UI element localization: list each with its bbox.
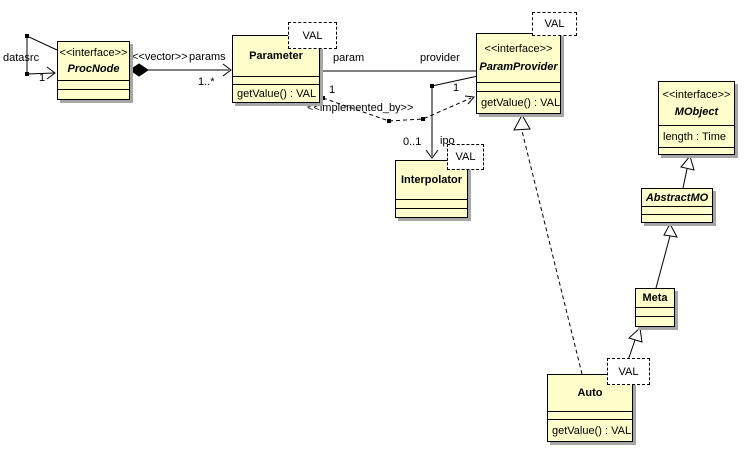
label-provider-role: provider <box>420 52 460 64</box>
attributes-compartment: length : Time <box>659 125 734 147</box>
label-params-role: params <box>189 51 226 63</box>
template-param-label: VAL <box>302 29 323 42</box>
class-mobject[interactable]: <<interface>> MObject length : Time <box>658 81 735 155</box>
class-name: ParamProvider <box>479 61 558 74</box>
label-param-role: param <box>333 52 365 64</box>
attributes-compartment <box>233 76 319 84</box>
composition-params <box>129 63 232 77</box>
operations-compartment <box>396 208 467 217</box>
class-name: Auto <box>577 387 603 399</box>
attributes-compartment <box>636 307 674 316</box>
template-param-label: VAL <box>544 18 565 30</box>
class-title: Auto <box>548 375 632 411</box>
attributes-compartment <box>58 80 129 89</box>
operations-compartment: getValue() : VAL <box>477 91 560 113</box>
stereotype-label: <<interface>> <box>59 47 128 60</box>
operations-compartment: getValue() : VAL <box>548 419 632 441</box>
template-param-box-auto: VAL <box>607 358 650 385</box>
class-name: Interpolator <box>400 174 463 186</box>
template-param-box-parameter: VAL <box>288 22 337 49</box>
open-arrow-icon <box>46 66 56 80</box>
label-implemented-by-parameter-multiplicity: 1 <box>329 84 336 96</box>
class-title: Meta <box>636 289 674 307</box>
class-name: MObject <box>674 106 719 118</box>
operations-compartment <box>642 214 712 222</box>
label-implemented-by-stereotype: <<implemented_by>> <box>307 102 414 114</box>
stereotype-label: <<interface>> <box>484 42 553 55</box>
class-title: <<interface>> MObject <box>659 82 734 125</box>
hollow-triangle-icon <box>513 113 531 131</box>
association-datasrc <box>25 34 58 80</box>
operations-compartment <box>636 316 674 326</box>
operation-label: getValue() : VAL <box>552 424 632 437</box>
open-arrow-icon <box>222 63 232 77</box>
operation-label: getValue() : VAL <box>237 87 317 100</box>
class-auto[interactable]: Auto getValue() : VAL <box>547 374 633 442</box>
attributes-compartment <box>477 82 560 91</box>
label-implemented-by-provider-multiplicity: 1 <box>453 82 460 94</box>
open-arrow-icon <box>464 95 475 105</box>
attribute-label: length : Time <box>663 130 726 143</box>
open-arrow-icon <box>425 149 439 159</box>
class-abstractmo[interactable]: AbstractMO <box>641 188 713 223</box>
stereotype-label: <<interface>> <box>662 89 731 101</box>
hollow-triangle-icon <box>680 154 695 171</box>
attributes-compartment <box>548 411 632 419</box>
class-procnode[interactable]: <<interface>> ProcNode <box>57 41 130 100</box>
label-params-multiplicity: 1..* <box>198 76 215 88</box>
class-name: Parameter <box>249 50 303 62</box>
class-parameter[interactable]: Parameter getValue() : VAL <box>232 35 320 103</box>
attributes-compartment <box>642 206 712 214</box>
hollow-triangle-icon <box>628 326 643 343</box>
class-title: AbstractMO <box>642 189 712 206</box>
class-meta[interactable]: Meta <box>635 288 675 327</box>
class-name: AbstractMO <box>645 191 709 204</box>
template-param-label: VAL <box>618 365 639 378</box>
class-name: ProcNode <box>67 62 120 75</box>
class-title: <<interface>> ParamProvider <box>477 34 560 82</box>
label-datasrc: datasrc <box>3 52 40 64</box>
operation-label: getValue() : VAL <box>481 96 560 109</box>
association-ipo <box>425 75 479 159</box>
label-ipo-multiplicity: 0..1 <box>403 136 422 148</box>
class-name: Meta <box>642 292 668 304</box>
operations-compartment <box>659 147 734 154</box>
generalization-abstractmo-mobject <box>680 154 695 189</box>
hollow-triangle-icon <box>663 222 678 238</box>
operations-compartment: getValue() : VAL <box>233 84 319 102</box>
class-paramprovider[interactable]: <<interface>> ParamProvider getValue() :… <box>476 33 561 114</box>
template-param-label: VAL <box>455 151 476 163</box>
label-vector-stereotype: <<vector>> <box>132 51 188 63</box>
composition-diamond-icon <box>129 63 149 77</box>
template-param-box-paramprovider: VAL <box>532 12 577 36</box>
class-title: <<interface>> ProcNode <box>58 42 129 80</box>
generalization-meta-abstractmo <box>655 222 678 289</box>
realization-auto-paramprovider <box>513 113 583 375</box>
label-ipo-role: ipo <box>440 135 455 147</box>
template-param-box-interpolator: VAL <box>447 144 484 170</box>
class-title: Interpolator <box>396 161 467 199</box>
dependency-implemented-by <box>321 95 475 123</box>
class-title: Parameter <box>233 36 319 76</box>
label-datasrc-multiplicity: 1 <box>39 72 46 84</box>
operations-compartment <box>58 89 129 99</box>
attributes-compartment <box>396 199 467 208</box>
